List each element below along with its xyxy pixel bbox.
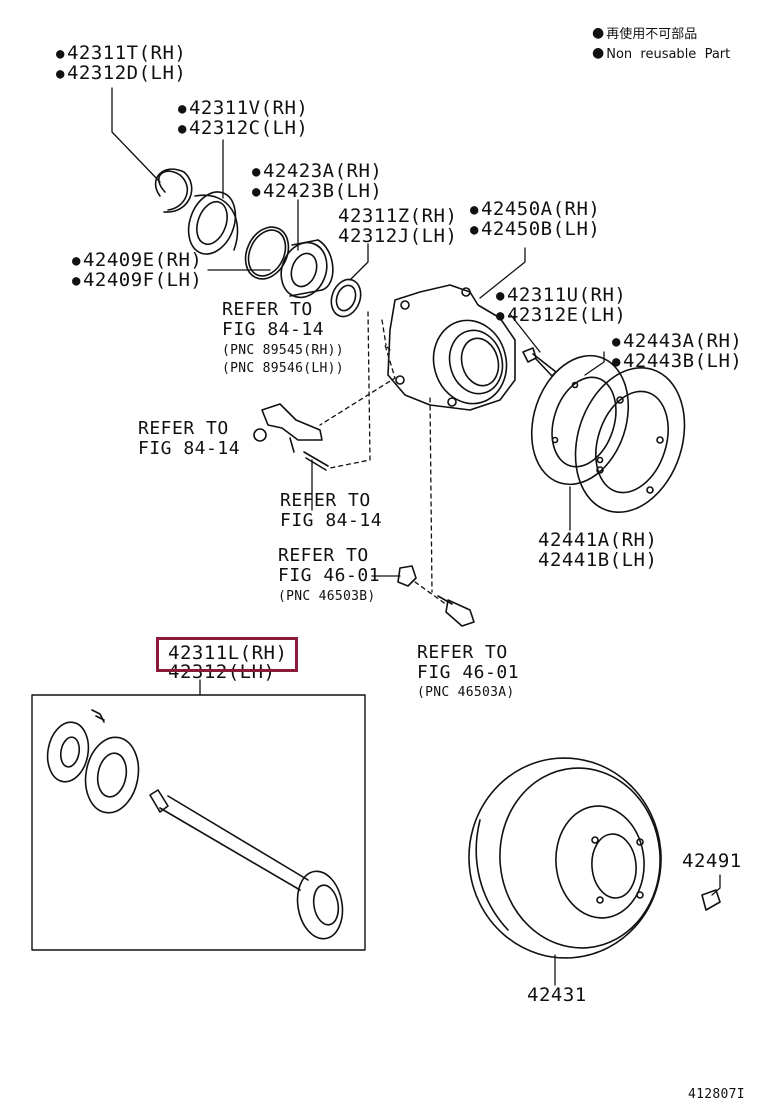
part-number-42311l[interactable]: 42311L(RH) <box>168 642 288 664</box>
refer-pnc-note: (PNC 46503A) <box>417 685 515 700</box>
backing-plate-part <box>530 354 630 486</box>
part-number-42441a[interactable]: 42441A(RH) <box>538 529 658 551</box>
bolt-part <box>437 595 475 627</box>
part-number-42423b[interactable]: 42423B(LH) <box>252 181 382 203</box>
part-number-42441b[interactable]: 42441B(LH) <box>538 549 658 571</box>
selected-part-highlight <box>156 637 298 672</box>
part-number-42312e[interactable]: 42312E(LH) <box>496 305 626 327</box>
refer-fig-link[interactable]: FIG 84-14 <box>280 510 383 531</box>
refer-to-label: REFER TO <box>222 299 313 320</box>
part-number-42409e[interactable]: 42409E(RH) <box>72 250 202 272</box>
refer-pnc-note: (PNC 46503B) <box>278 589 376 604</box>
inner-seal-part <box>330 278 362 318</box>
part-number-42431[interactable]: 42431 <box>527 984 587 1006</box>
legend-non-reusable-jp: 再使用不可部品 <box>592 25 697 44</box>
refer-fig-link[interactable]: FIG 46-01 <box>278 565 381 586</box>
part-number-42491[interactable]: 42491 <box>682 850 742 872</box>
part-number-42311z[interactable]: 42311Z(RH) <box>338 205 458 227</box>
leader-lines <box>111 87 721 986</box>
brake-drum-part <box>468 757 662 959</box>
refer-fig-link[interactable]: FIG 84-14 <box>138 438 241 459</box>
part-number-42450a[interactable]: 42450A(RH) <box>470 199 600 221</box>
part-number-42423a[interactable]: 42423A(RH) <box>252 161 382 183</box>
dashed-reference-lines <box>319 311 448 606</box>
legend-non-reusable-en: Non reusable Part <box>592 45 730 64</box>
speed-sensor-part <box>253 403 323 453</box>
refer-pnc-note: (PNC 89545(RH)) <box>222 343 344 358</box>
refer-fig-link[interactable]: FIG 84-14 <box>222 319 325 340</box>
drum-nut-part <box>701 889 721 911</box>
part-number-42312c[interactable]: 42312C(LH) <box>178 118 308 140</box>
refer-to-label: REFER TO <box>138 418 229 439</box>
part-number-42450b[interactable]: 42450B(LH) <box>470 219 600 241</box>
part-number-42312[interactable]: 42312(LH) <box>168 661 276 683</box>
snap-ring-part <box>154 168 193 213</box>
nut-part <box>397 565 417 587</box>
part-number-42311t[interactable]: 42311T(RH) <box>56 43 186 65</box>
bearing-part <box>280 239 334 299</box>
part-number-42312d[interactable]: 42312D(LH) <box>56 63 186 85</box>
bearing-retainer-housing <box>387 284 516 411</box>
part-number-42312j[interactable]: 42312J(LH) <box>338 225 458 247</box>
sensor-bolt-part <box>303 451 329 471</box>
refer-to-label: REFER TO <box>278 545 369 566</box>
refer-to-label: REFER TO <box>280 490 371 511</box>
retaining-ring-part <box>244 226 290 280</box>
refer-pnc-note: (PNC 89546(LH)) <box>222 361 344 376</box>
part-number-42409f[interactable]: 42409F(LH) <box>72 270 202 292</box>
axle-shaft-assembly <box>46 709 344 940</box>
axle-shaft-assembly-box <box>31 694 366 951</box>
refer-to-label: REFER TO <box>417 642 508 663</box>
figure-id: 412807I <box>688 1087 745 1102</box>
gasket-part <box>574 367 686 513</box>
refer-fig-link[interactable]: FIG 46-01 <box>417 662 520 683</box>
part-number-42311u[interactable]: 42311U(RH) <box>496 285 626 307</box>
part-number-42311v[interactable]: 42311V(RH) <box>178 98 308 120</box>
part-number-42443a[interactable]: 42443A(RH) <box>612 331 742 353</box>
part-number-42443b[interactable]: 42443B(LH) <box>612 351 742 373</box>
